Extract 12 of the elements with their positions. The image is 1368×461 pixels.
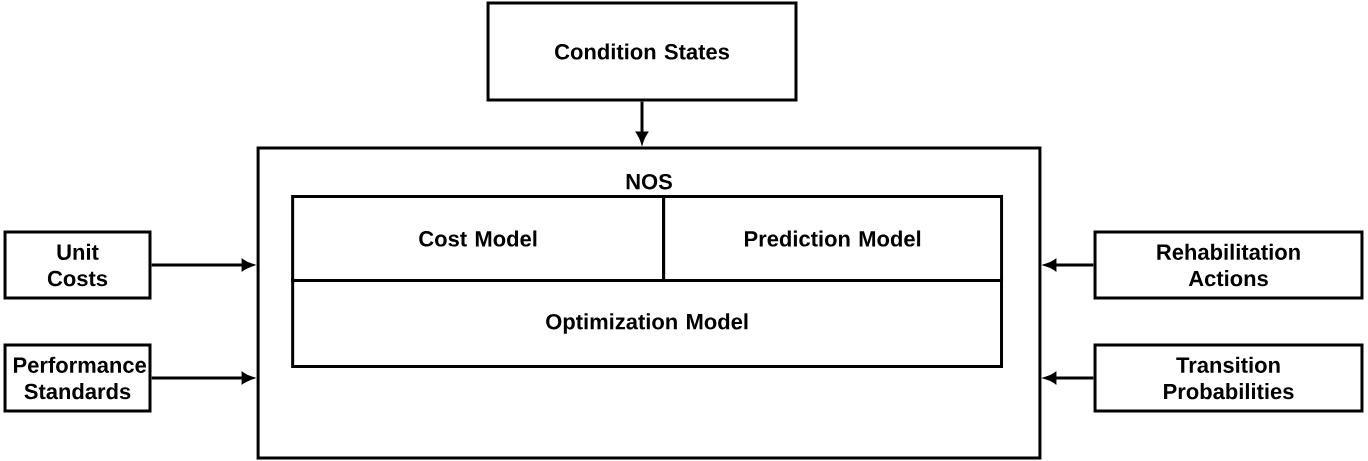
arrow xyxy=(1044,372,1094,384)
input-box: Transition Probabilities xyxy=(1093,343,1364,413)
input-box: Performance Standards xyxy=(3,343,152,413)
model-box: Prediction Model xyxy=(662,195,1004,283)
input-box: Condition States xyxy=(486,1,798,102)
arrow xyxy=(151,372,254,384)
model-box: Optimization Model xyxy=(291,279,1003,369)
arrow xyxy=(151,259,254,271)
input-box: Rehabilitation Actions xyxy=(1093,230,1364,300)
arrow xyxy=(1044,259,1094,271)
model-box: Cost Model xyxy=(291,195,666,283)
input-box: Unit Costs xyxy=(3,230,152,300)
